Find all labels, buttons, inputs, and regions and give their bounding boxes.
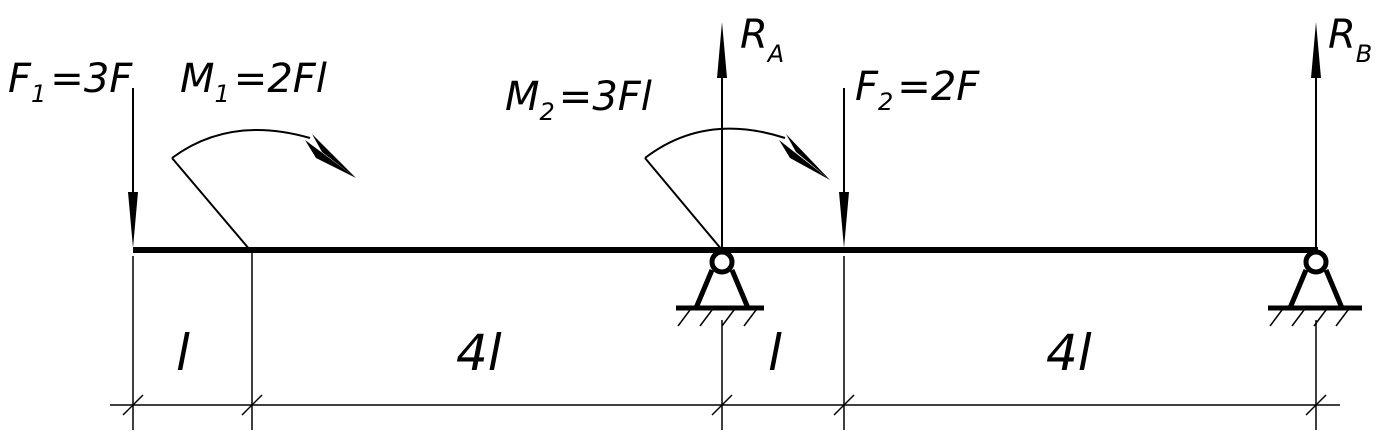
force-f2 xyxy=(839,88,849,248)
force-f1 xyxy=(128,88,138,248)
support-b xyxy=(1268,249,1362,327)
reaction-rb-label: RB xyxy=(1328,12,1372,68)
reaction-rb xyxy=(1311,22,1321,250)
moment-m2 xyxy=(644,127,830,251)
reaction-ra-label: RA xyxy=(740,12,784,68)
moment-m1 xyxy=(171,129,356,251)
dimension-line xyxy=(110,394,1340,416)
reaction-ra xyxy=(717,22,727,250)
span-label-4: 4l xyxy=(1046,324,1092,382)
moment-m1-label: M1=2Fl xyxy=(180,56,327,108)
moment-m2-label: M2=3Fl xyxy=(505,74,652,126)
force-f2-label: F2=2F xyxy=(855,64,980,116)
span-label-3: l xyxy=(768,324,782,382)
span-label-2: 4l xyxy=(456,324,502,382)
support-a xyxy=(676,249,764,327)
force-f1-label: F1=3F xyxy=(8,56,133,108)
span-label-1: l xyxy=(176,324,190,382)
extension-lines xyxy=(132,250,1317,430)
